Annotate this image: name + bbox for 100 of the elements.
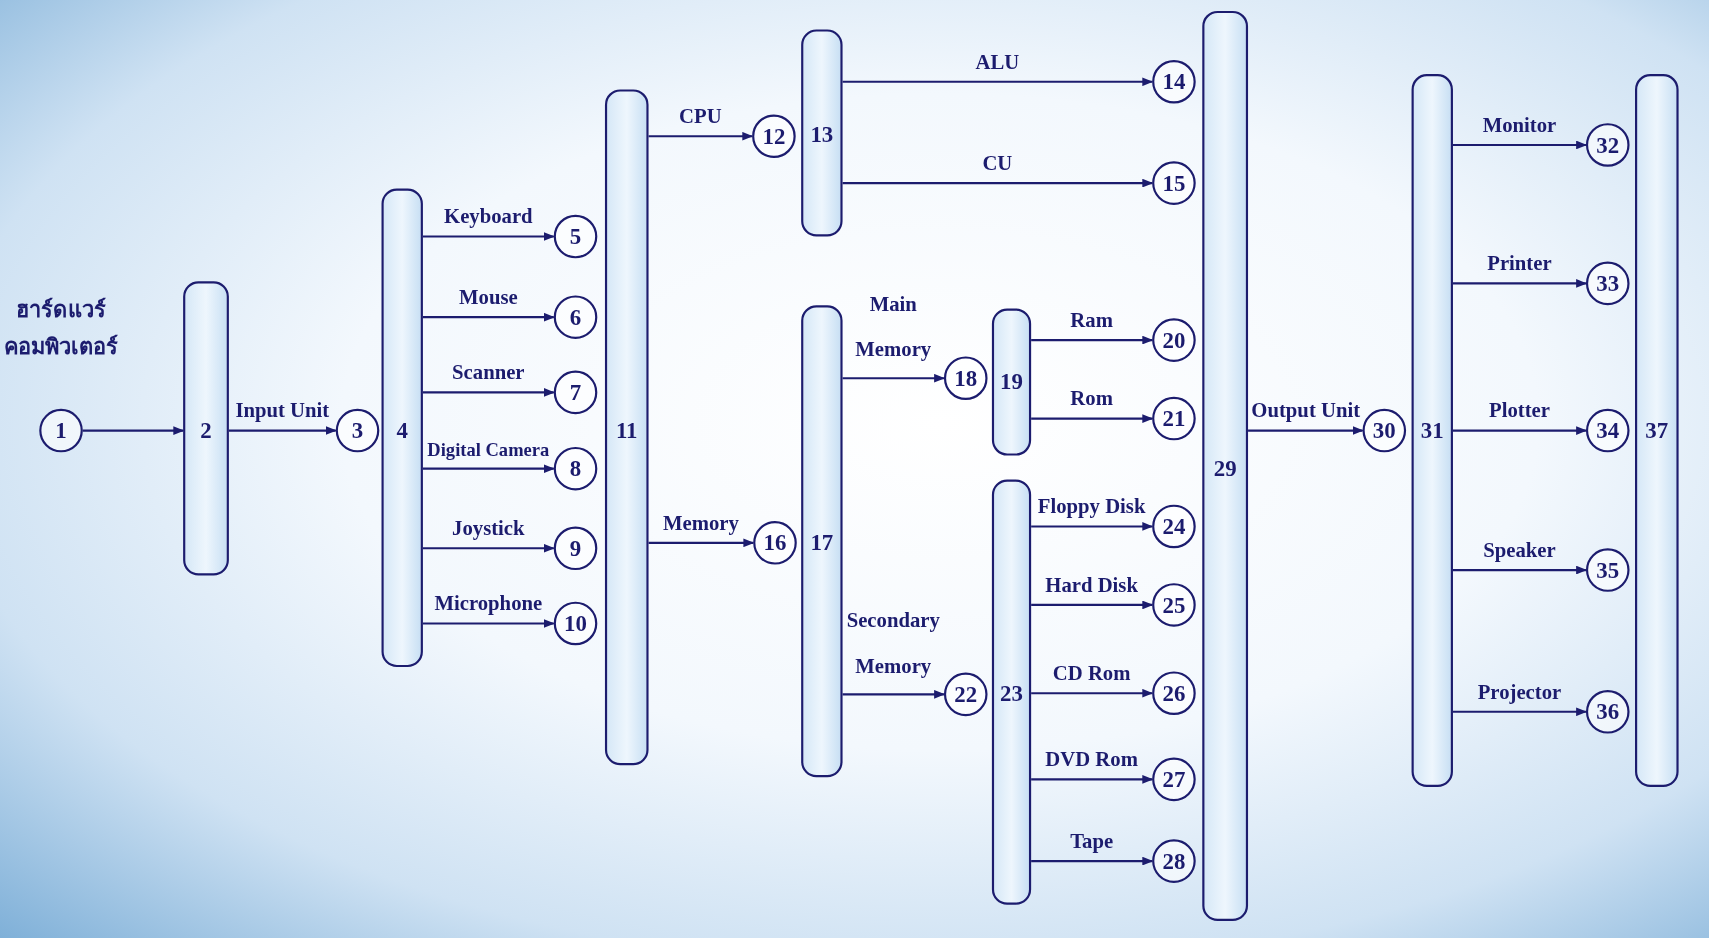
edge-label: Joystick	[451, 516, 526, 542]
arrow	[1452, 707, 1588, 717]
edge-label: ALU	[974, 49, 1021, 76]
numbered-circle	[1585, 261, 1630, 306]
vertical-bar	[801, 29, 843, 237]
node-number: 11	[614, 417, 639, 444]
node-number: 14	[1162, 70, 1186, 94]
numbered-circle	[1152, 318, 1196, 362]
arrow	[422, 232, 555, 241]
edge-label: CD Rom	[1051, 661, 1132, 687]
numbered-circle	[1152, 59, 1196, 104]
arrow	[1248, 426, 1364, 435]
node-number: 30	[1372, 419, 1396, 442]
arrow	[422, 464, 555, 474]
node-number: 1	[55, 419, 67, 442]
node-number: 21	[1162, 407, 1186, 430]
node-number: 37	[1644, 417, 1670, 444]
arrow	[1031, 522, 1154, 531]
edge-label: Scanner	[451, 360, 526, 387]
node-number: 5	[569, 225, 582, 248]
arrow	[842, 373, 946, 383]
numbered-circle	[1152, 839, 1196, 883]
arrow	[228, 426, 337, 435]
arrow	[1452, 565, 1588, 575]
node-number: 18	[954, 366, 978, 390]
edge-label: Input Unit	[234, 398, 331, 425]
node-number: 3	[351, 419, 364, 442]
node-number: 2	[199, 417, 213, 444]
numbered-circle	[1152, 671, 1196, 716]
edge-label: Keyboard	[443, 204, 534, 231]
node-number: 27	[1162, 767, 1186, 791]
edge-label: Mouse	[458, 284, 519, 311]
node-number: 15	[1162, 171, 1186, 195]
edge-label: CU	[981, 150, 1014, 177]
node-number: 32	[1596, 133, 1620, 157]
arrow	[842, 77, 1154, 87]
node-caption: ฮาร์ดแวร์คอมพิวเตอร์	[2, 296, 120, 361]
node-number: 29	[1212, 455, 1238, 482]
node-number: 36	[1596, 700, 1620, 724]
edge-label: CPU	[678, 104, 723, 130]
edge-label: Projector	[1476, 679, 1563, 706]
node-number: 31	[1419, 417, 1445, 444]
edge-label: Tape	[1069, 828, 1115, 855]
arrow	[82, 426, 185, 435]
edge-label: Printer	[1486, 251, 1553, 278]
numbered-circle	[553, 446, 598, 491]
vertical-bar	[183, 281, 229, 576]
numbered-circle	[1152, 757, 1196, 802]
numbered-circle	[39, 408, 83, 453]
node-number: 34	[1596, 419, 1620, 442]
edge-label: Ram	[1069, 307, 1114, 334]
arrow	[1031, 600, 1154, 610]
arrow	[648, 131, 754, 141]
numbered-circle	[553, 601, 598, 646]
node-number: 20	[1162, 328, 1186, 352]
numbered-circle	[1152, 583, 1196, 627]
numbered-circle	[943, 672, 988, 717]
vertical-bar	[991, 479, 1032, 905]
arrow	[1031, 414, 1154, 423]
edge-label: Plotter	[1488, 398, 1551, 425]
node-number: 24	[1162, 515, 1186, 538]
node-number: 22	[954, 682, 978, 706]
arrow	[648, 538, 755, 548]
numbered-circle	[1152, 161, 1196, 205]
numbered-circle	[753, 521, 797, 565]
vertical-bar	[1202, 10, 1249, 922]
numbered-circle	[752, 114, 796, 159]
edge-label: Speaker	[1482, 537, 1557, 564]
node-number: 7	[569, 380, 582, 404]
numbered-circle	[1585, 689, 1630, 734]
node-number: 19	[999, 368, 1024, 395]
edge-label: Output Unit	[1251, 398, 1360, 425]
node-number: 16	[763, 531, 787, 555]
numbered-circle	[1585, 548, 1630, 592]
edge-label: Monitor	[1481, 112, 1558, 139]
arrow	[422, 312, 555, 322]
edge-label: Main Memory	[854, 291, 933, 363]
node-number: 28	[1162, 849, 1186, 873]
arrow	[1452, 426, 1588, 435]
node-number: 10	[564, 612, 587, 635]
node-number: 35	[1596, 558, 1620, 582]
node-number: 25	[1162, 593, 1186, 617]
numbered-circle	[1585, 408, 1630, 453]
node-number: 13	[809, 121, 835, 148]
edge-label: DVD Rom	[1044, 747, 1139, 773]
node-number: 26	[1162, 681, 1186, 705]
edge-label: Microphone	[433, 591, 544, 618]
node-number: 6	[569, 305, 582, 329]
numbered-circle	[1362, 408, 1407, 453]
vertical-bar	[1635, 74, 1679, 787]
node-number: 8	[569, 457, 582, 481]
numbered-circle	[1152, 396, 1196, 441]
node-number: 4	[395, 417, 409, 444]
vertical-bar	[381, 188, 423, 668]
numbered-circle	[1152, 504, 1196, 549]
arrow	[1452, 279, 1588, 288]
arrow	[1031, 688, 1154, 698]
node-number: 12	[762, 124, 786, 148]
edge-label: Memory	[661, 510, 740, 537]
node-number: 9	[569, 536, 582, 560]
